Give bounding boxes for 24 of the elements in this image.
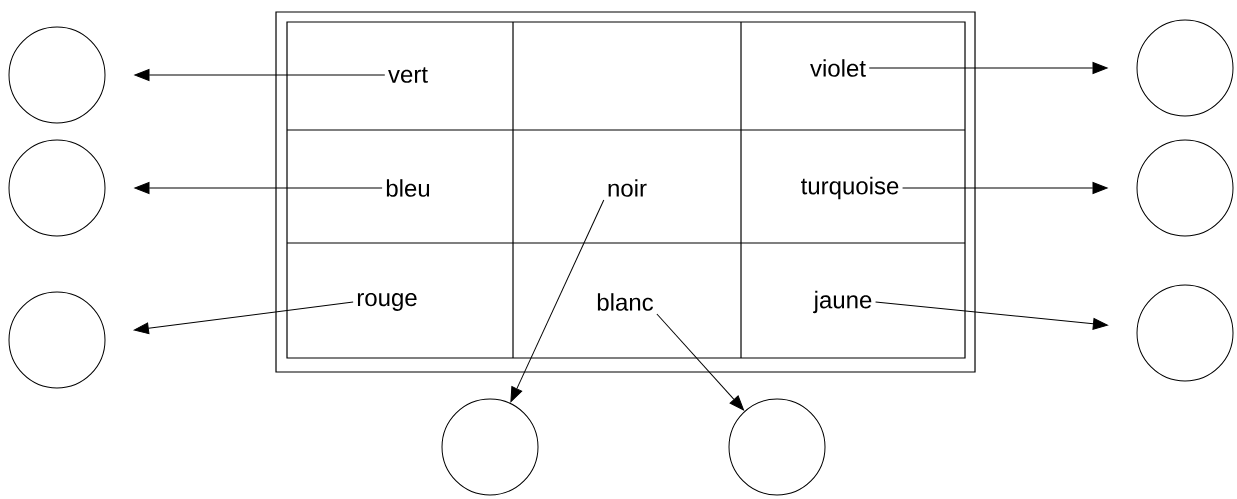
color-word: vert	[388, 67, 428, 83]
empty-circle	[441, 398, 539, 496]
color-word: blanc	[597, 293, 654, 311]
color-word: rouge	[357, 293, 417, 311]
arrow	[875, 301, 1108, 330]
empty-circle	[8, 139, 106, 237]
color-word: bleu	[386, 179, 430, 197]
color-word: turquoise	[801, 176, 899, 200]
arrow	[868, 62, 1108, 74]
arrow	[134, 69, 386, 81]
arrow	[133, 301, 354, 335]
arrow	[510, 199, 605, 403]
color-word: jaune	[813, 290, 872, 314]
empty-circle	[728, 398, 826, 496]
empty-circle	[1136, 284, 1234, 382]
color-word: violet	[810, 59, 866, 77]
arrow	[656, 313, 745, 411]
empty-circle	[8, 291, 106, 389]
empty-circle	[1136, 19, 1234, 117]
empty-circle	[8, 26, 106, 124]
empty-circle	[1136, 139, 1234, 237]
arrow	[902, 182, 1108, 194]
arrow	[134, 182, 383, 194]
color-word: noir	[608, 179, 647, 197]
